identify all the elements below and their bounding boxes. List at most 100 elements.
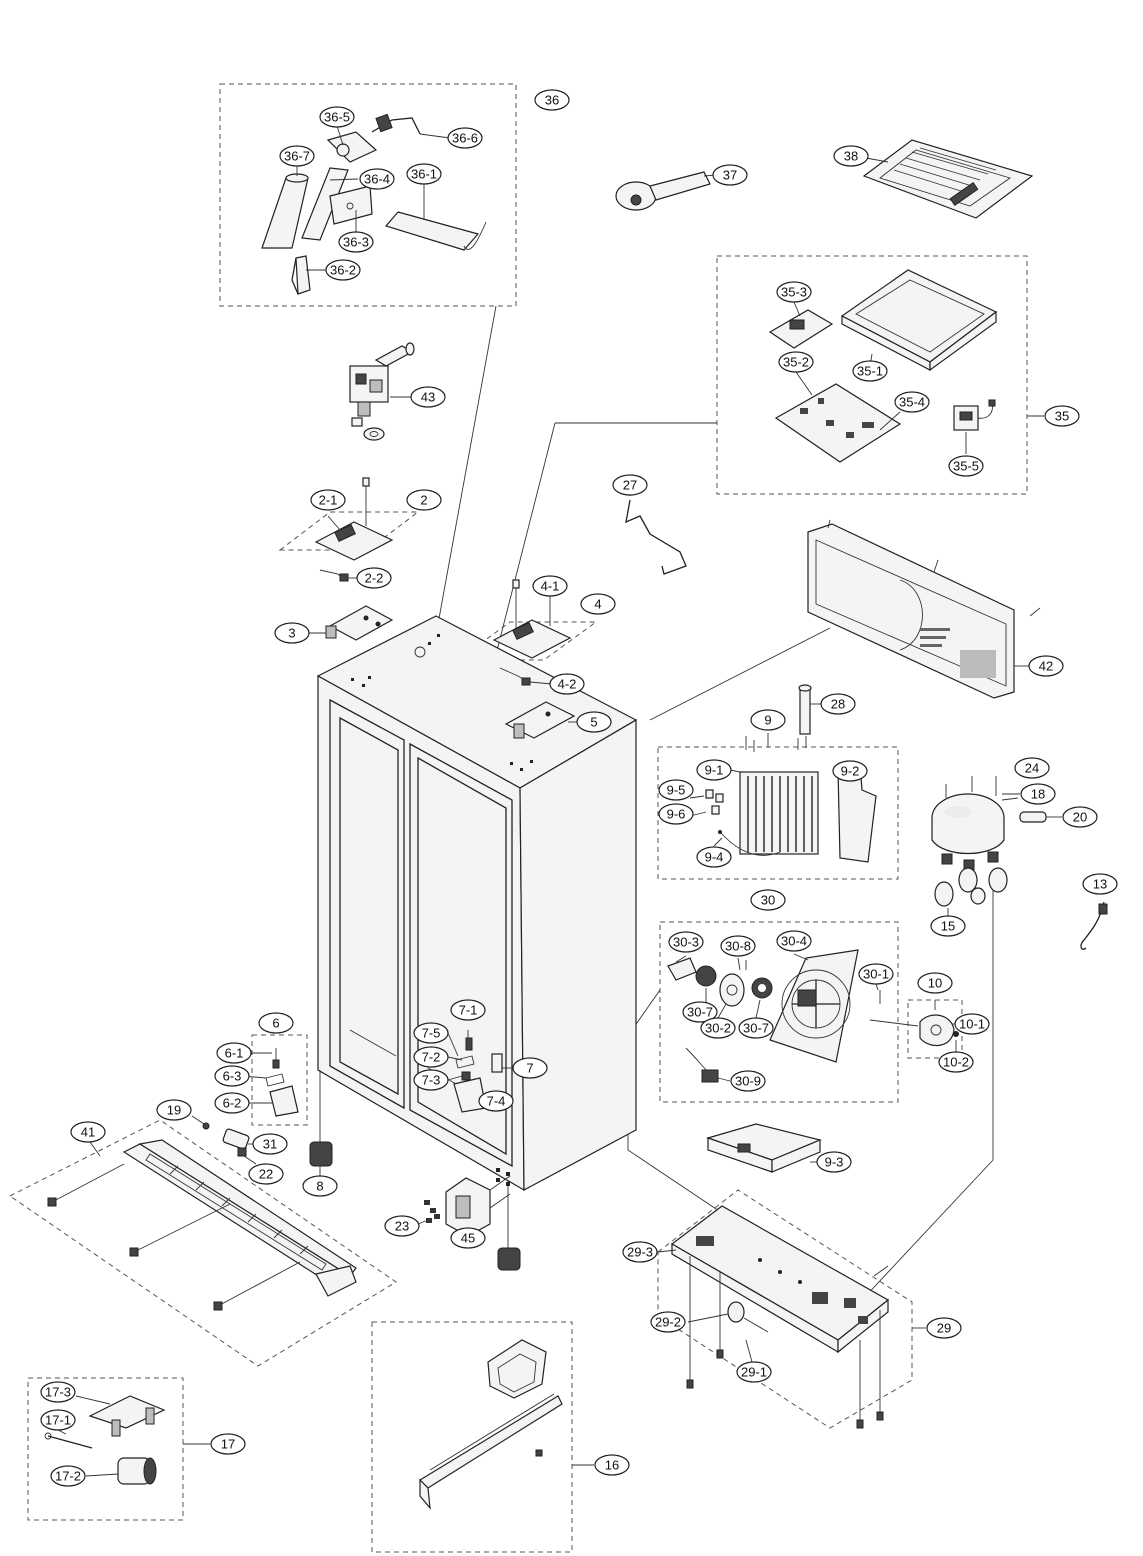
svg-text:30: 30: [761, 893, 775, 908]
callout-7-2: 7-2: [413, 1046, 449, 1068]
part-42-back-cover: [807, 519, 1041, 699]
svg-text:41: 41: [81, 1125, 95, 1140]
svg-text:17-3: 17-3: [45, 1385, 71, 1400]
callout-29-2: 29-2: [650, 1311, 686, 1333]
group-box-36: [219, 83, 517, 307]
callout-7-4: 7-4: [478, 1090, 514, 1112]
callout-9-1: 9-1: [696, 759, 732, 781]
svg-text:9-4: 9-4: [705, 850, 724, 865]
callout-4-1: 4-1: [532, 575, 568, 597]
group-box-16: [371, 1321, 573, 1553]
part-18-compressor: [931, 776, 1062, 916]
callout-10-1: 10-1: [954, 1013, 990, 1035]
svg-text:36-1: 36-1: [411, 167, 437, 182]
callout-30-7-right: 30-7: [738, 1017, 774, 1039]
callout-9-6: 9-6: [658, 803, 694, 825]
svg-text:36-6: 36-6: [452, 131, 478, 146]
svg-text:35-3: 35-3: [781, 285, 807, 300]
part-3-upper-hinge: [308, 605, 394, 641]
svg-text:15: 15: [941, 919, 955, 934]
part-31-coupler: [191, 1115, 257, 1165]
svg-text:4: 4: [594, 597, 601, 612]
callout-9-5: 9-5: [658, 779, 694, 801]
svg-text:29-2: 29-2: [655, 1315, 681, 1330]
callout-4: 4: [580, 593, 616, 615]
svg-text:29: 29: [937, 1321, 951, 1336]
svg-text:7-5: 7-5: [422, 1026, 441, 1041]
callout-16: 16: [594, 1454, 630, 1476]
svg-text:5: 5: [590, 715, 597, 730]
svg-text:9-2: 9-2: [841, 764, 860, 779]
callout-17-2: 17-2: [50, 1465, 86, 1487]
callout-17-3: 17-3: [40, 1381, 76, 1403]
svg-text:30-9: 30-9: [735, 1074, 761, 1089]
svg-text:29-3: 29-3: [627, 1245, 653, 1260]
callout-29: 29: [926, 1317, 962, 1339]
part-16-duct-and-rail: [419, 1339, 594, 1510]
svg-text:2-2: 2-2: [365, 571, 384, 586]
svg-text:35-4: 35-4: [899, 395, 925, 410]
callout-42: 42: [1028, 655, 1064, 677]
part-38-cover-panel: [862, 139, 1034, 219]
callout-35-4: 35-4: [894, 391, 930, 413]
callout-41: 41: [70, 1121, 106, 1143]
callout-35-2: 35-2: [778, 351, 814, 373]
svg-text:9-5: 9-5: [667, 783, 686, 798]
svg-text:23: 23: [395, 1219, 409, 1234]
svg-text:45: 45: [461, 1231, 475, 1246]
svg-text:7-3: 7-3: [422, 1073, 441, 1088]
callout-13: 13: [1082, 873, 1118, 895]
callout-30-1: 30-1: [858, 963, 894, 985]
callout-9-3: 9-3: [816, 1151, 852, 1173]
refrigerator-cabinet: [316, 615, 638, 1192]
callout-2-2: 2-2: [356, 567, 392, 589]
group-box-30: [659, 921, 899, 1103]
part-45-lower-hinge-bracket: [417, 1168, 511, 1237]
callout-labels: 36 36-5 36-6 36-7 36-4 36-1 36-3 36-2 37…: [40, 89, 1118, 1487]
svg-text:10-1: 10-1: [959, 1017, 985, 1032]
svg-text:36-3: 36-3: [343, 235, 369, 250]
part-9-evaporator: [689, 733, 877, 863]
part-36-dispenser-assembly: [261, 113, 487, 295]
svg-text:36-2: 36-2: [330, 263, 356, 278]
svg-text:13: 13: [1093, 877, 1107, 892]
part-43-water-valve: [349, 342, 415, 441]
callout-18: 18: [1020, 783, 1056, 805]
callout-31: 31: [252, 1133, 288, 1155]
callout-2: 2: [406, 489, 442, 511]
callout-36-1: 36-1: [406, 163, 442, 185]
callout-37: 37: [712, 164, 748, 186]
callout-30-7-left: 30-7: [682, 1001, 718, 1023]
svg-text:18: 18: [1031, 787, 1045, 802]
svg-text:10: 10: [928, 976, 942, 991]
group-box-9: [657, 746, 899, 880]
svg-text:8: 8: [316, 1179, 323, 1194]
svg-text:20: 20: [1073, 810, 1087, 825]
callout-36-3: 36-3: [338, 231, 374, 253]
svg-text:6: 6: [272, 1016, 279, 1031]
part-leg-right: [497, 1180, 521, 1271]
part-8-leveling-leg: [309, 1070, 333, 1176]
svg-text:6-2: 6-2: [223, 1096, 242, 1111]
callout-19: 19: [156, 1099, 192, 1121]
callout-9: 9: [750, 709, 786, 731]
callout-8: 8: [302, 1175, 338, 1197]
svg-text:7-4: 7-4: [487, 1094, 506, 1109]
callout-20: 20: [1062, 806, 1098, 828]
svg-text:42: 42: [1039, 659, 1053, 674]
svg-text:9-3: 9-3: [825, 1155, 844, 1170]
callout-9-4: 9-4: [696, 846, 732, 868]
callout-36-6: 36-6: [447, 127, 483, 149]
callout-35: 35: [1044, 405, 1080, 427]
svg-text:7-1: 7-1: [459, 1003, 478, 1018]
svg-text:17-2: 17-2: [55, 1469, 81, 1484]
svg-text:30-7: 30-7: [743, 1021, 769, 1036]
svg-text:24: 24: [1025, 761, 1039, 776]
svg-text:7: 7: [526, 1061, 533, 1076]
callout-45: 45: [450, 1227, 486, 1249]
callout-36: 36: [534, 89, 570, 111]
svg-text:17-1: 17-1: [45, 1413, 71, 1428]
callout-7-1: 7-1: [450, 999, 486, 1021]
callout-17: 17: [210, 1433, 246, 1455]
